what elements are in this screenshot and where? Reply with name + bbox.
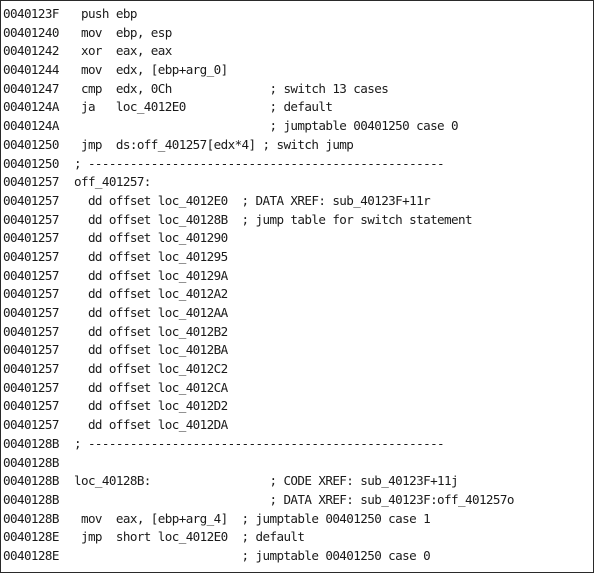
- line-address: 00401257: [3, 267, 59, 283]
- line-instruction: cmp edx, 0Ch ; switch 13 cases: [67, 80, 389, 96]
- listing-line: 0040128E jmp short loc_4012E0 ; default: [3, 528, 593, 547]
- line-address: 00401240: [3, 24, 59, 40]
- listing-line: 0040124A ja loc_4012E0 ; default: [3, 98, 593, 117]
- line-instruction: dd offset loc_4012C2: [67, 361, 228, 377]
- line-instruction: ja loc_4012E0 ; default: [67, 99, 333, 115]
- listing-line: 00401244 mov edx, [ebp+arg_0]: [3, 61, 593, 80]
- listing-line: 00401240 mov ebp, esp: [3, 24, 593, 43]
- line-instruction: dd offset loc_401290: [67, 230, 228, 246]
- line-address: 0040128B: [3, 510, 59, 526]
- line-instruction: dd offset loc_40128B ; jump table for sw…: [67, 211, 473, 227]
- listing-line: 0040128B ; DATA XREF: sub_40123F:off_401…: [3, 491, 593, 510]
- line-instruction: dd offset loc_4012D2: [67, 398, 228, 414]
- line-address: 00401257: [3, 192, 59, 208]
- line-instruction: dd offset loc_401295: [67, 248, 228, 264]
- listing-line: 00401242 xor eax, eax: [3, 42, 593, 61]
- line-address: 0040123F: [3, 6, 59, 21]
- line-instruction: dd offset loc_4012DA: [67, 417, 228, 433]
- line-instruction: jmp ds:off_401257[edx*4] ; switch jump: [67, 136, 354, 152]
- line-address: 00401257: [3, 379, 59, 395]
- line-instruction: jmp short loc_4012E0 ; default: [67, 529, 305, 545]
- listing-line: 0040128E ; jumptable 00401250 case 0: [3, 547, 593, 566]
- listing-line: 0040128B ; -----------------------------…: [3, 435, 593, 454]
- line-instruction: dd offset loc_4012BA: [67, 342, 228, 358]
- line-address: 00401257: [3, 342, 59, 358]
- line-instruction: push ebp: [67, 6, 137, 21]
- line-address: 00401257: [3, 248, 59, 264]
- line-address: 00401250: [3, 155, 59, 171]
- line-instruction: ; --------------------------------------…: [67, 435, 445, 451]
- line-instruction: dd offset loc_4012B2: [67, 323, 228, 339]
- listing-line: 00401257 dd offset loc_4012BA: [3, 341, 593, 360]
- line-instruction: ; --------------------------------------…: [67, 155, 445, 171]
- line-address: 0040128B: [3, 454, 59, 470]
- line-instruction: ; jumptable 00401250 case 0: [67, 118, 458, 134]
- line-address: 00401247: [3, 80, 59, 96]
- listing-line: 00401257 dd offset loc_4012CA: [3, 379, 593, 398]
- line-address: 00401257: [3, 361, 59, 377]
- line-address: 0040128B: [3, 473, 59, 489]
- line-address: 0040128E: [3, 547, 59, 563]
- line-address: 0040124A: [3, 99, 59, 115]
- line-address: 00401257: [3, 417, 59, 433]
- listing-line: 0040128B loc_40128B: ; CODE XREF: sub_40…: [3, 472, 593, 491]
- listing-line: 00401247 cmp edx, 0Ch ; switch 13 cases: [3, 80, 593, 99]
- listing-line: 00401257 off_401257:: [3, 173, 593, 192]
- line-address: 00401244: [3, 62, 59, 78]
- listing-line: 00401250 jmp ds:off_401257[edx*4] ; swit…: [3, 136, 593, 155]
- line-instruction: dd offset loc_4012CA: [67, 379, 228, 395]
- listing-line: 0040123F push ebp: [3, 5, 593, 24]
- line-instruction: ; jumptable 00401250 case 0: [67, 547, 431, 563]
- line-instruction: mov eax, [ebp+arg_4] ; jumptable 0040125…: [67, 510, 431, 526]
- line-address: 00401257: [3, 174, 59, 190]
- line-instruction: mov edx, [ebp+arg_0]: [67, 62, 228, 78]
- listing-line: 00401257 dd offset loc_4012B2: [3, 323, 593, 342]
- line-instruction: loc_40128B: ; CODE XREF: sub_40123F+11j: [67, 473, 459, 489]
- listing-line: 0040128B: [3, 454, 593, 473]
- line-address: 00401257: [3, 398, 59, 414]
- line-address: 0040124A: [3, 118, 59, 134]
- listing-line: 00401257 dd offset loc_401290: [3, 229, 593, 248]
- listing-line: 00401257 dd offset loc_401295: [3, 248, 593, 267]
- line-instruction: off_401257:: [67, 174, 151, 190]
- listing-line: 0040128B mov eax, [ebp+arg_4] ; jumptabl…: [3, 510, 593, 529]
- listing-line: 00401257 dd offset loc_4012AA: [3, 304, 593, 323]
- line-address: 00401257: [3, 211, 59, 227]
- line-address: 0040128B: [3, 435, 59, 451]
- line-instruction: xor eax, eax: [67, 43, 172, 59]
- listing-line: 00401257 dd offset loc_4012E0 ; DATA XRE…: [3, 192, 593, 211]
- listing-line: 0040124A ; jumptable 00401250 case 0: [3, 117, 593, 136]
- listing-line: 00401257 dd offset loc_40129A: [3, 267, 593, 286]
- listing-line: 00401250 ; -----------------------------…: [3, 155, 593, 174]
- listing-line: 00401257 dd offset loc_4012DA: [3, 416, 593, 435]
- line-instruction: dd offset loc_4012AA: [67, 305, 228, 320]
- line-instruction: mov ebp, esp: [67, 24, 172, 40]
- line-address: 00401257: [3, 230, 59, 246]
- line-address: 00401257: [3, 286, 59, 302]
- line-address: 00401257: [3, 323, 59, 339]
- line-address: 0040128B: [3, 491, 59, 507]
- listing-line: 00401257 dd offset loc_4012C2: [3, 360, 593, 379]
- listing-line: 00401257 dd offset loc_4012D2: [3, 397, 593, 416]
- listing-line: 00401257 dd offset loc_4012A2: [3, 285, 593, 304]
- listing-line: 00401257 dd offset loc_40128B ; jump tab…: [3, 211, 593, 230]
- line-instruction: dd offset loc_4012A2: [67, 286, 228, 302]
- line-instruction: dd offset loc_40129A: [67, 267, 228, 283]
- line-address: 00401242: [3, 43, 59, 59]
- line-instruction: dd offset loc_4012E0 ; DATA XREF: sub_40…: [67, 192, 431, 208]
- line-address: 0040128E: [3, 529, 59, 545]
- line-address: 00401250: [3, 136, 59, 152]
- line-address: 00401257: [3, 305, 59, 320]
- line-instruction: ; DATA XREF: sub_40123F:off_401257o: [67, 491, 514, 507]
